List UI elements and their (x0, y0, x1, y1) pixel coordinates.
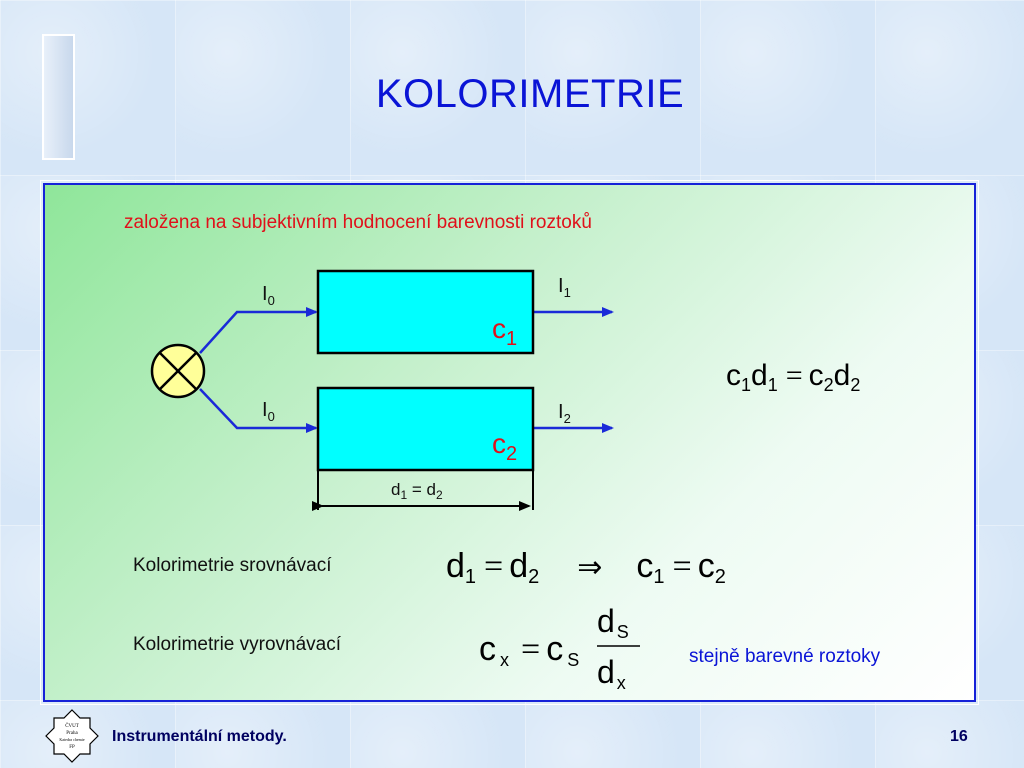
lamp-icon (150, 343, 206, 399)
beam-top-in (199, 307, 318, 354)
svg-text:FP: FP (69, 745, 75, 750)
equation-srovnavaci: d1=d2⇒c1=c2 (446, 547, 726, 588)
svg-text:ČVUT: ČVUT (65, 723, 79, 729)
label-srovnavaci: Kolorimetrie srovnávací (133, 555, 332, 576)
equation-main: c1d1=c2d2 (726, 359, 860, 395)
university-logo: ČVUT Praha Katedra chemie FP (45, 709, 99, 763)
label-c1: c1 (492, 313, 517, 350)
svg-text:Praha: Praha (66, 731, 78, 736)
page-number: 16 (950, 728, 968, 745)
label-vyrovnavaci: Kolorimetrie vyrovnávací (133, 634, 342, 655)
label-i1: I1 (558, 275, 571, 300)
footer-title: Instrumentální metody. (112, 728, 287, 745)
note-same-color: stejně barevné roztoky (689, 646, 881, 667)
cuvette-bottom (316, 386, 535, 472)
label-i0-top: I0 (262, 283, 275, 308)
corner-decoration (42, 34, 75, 160)
beam-bottom-in (199, 388, 318, 433)
label-i0-bottom: I0 (262, 399, 275, 424)
slide-title: KOLORIMETRIE (375, 72, 685, 116)
label-d1-eq-d2: d1 = d2 (391, 480, 443, 502)
label-c2: c2 (492, 428, 517, 465)
svg-text:Katedra chemie: Katedra chemie (59, 737, 84, 742)
label-i2: I2 (558, 401, 571, 426)
panel-frame (40, 180, 979, 705)
cuvette-top (316, 269, 535, 355)
slide-subtitle: založena na subjektivním hodnocení barev… (124, 212, 592, 233)
